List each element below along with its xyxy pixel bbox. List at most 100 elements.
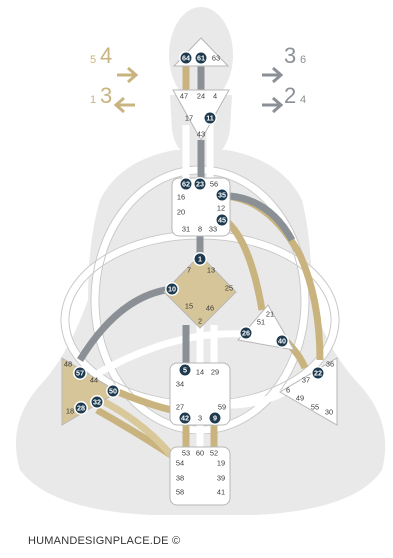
gate-marker — [208, 411, 222, 425]
gate-marker — [74, 401, 88, 415]
gate-marker — [178, 363, 192, 377]
gate-label: 44 — [90, 376, 98, 385]
gate-56: 56 — [210, 180, 218, 189]
gate-32: 32 — [90, 395, 104, 409]
channels — [77, 66, 324, 484]
gate-label: 35 — [218, 191, 226, 200]
gate-label: 47 — [180, 92, 188, 101]
arrow-right-top-big: 3 — [284, 43, 296, 68]
gate-label: 24 — [197, 92, 205, 101]
gate-8: 8 — [198, 225, 202, 234]
gate-51: 51 — [257, 318, 265, 327]
gate-15: 15 — [185, 302, 193, 311]
gate-22: 22 — [311, 366, 325, 380]
gate-label: 38 — [176, 474, 184, 483]
gate-marker — [179, 177, 193, 191]
gate-27: 27 — [176, 403, 184, 412]
arrow-left-bottom: 1 3 — [90, 83, 135, 114]
gate-46: 46 — [206, 304, 214, 313]
gate-label: 16 — [177, 193, 185, 202]
gate-label: 37 — [302, 376, 310, 385]
gate-label: 64 — [182, 54, 190, 63]
gate-48: 48 — [64, 360, 72, 369]
gate-44: 44 — [90, 376, 98, 385]
gate-label: 8 — [198, 225, 202, 234]
copyright-footer: HUMANDESIGNPLACE.DE © — [28, 535, 181, 547]
arrow-left-bottom-small: 1 — [90, 94, 96, 106]
gate-label: 45 — [218, 216, 226, 225]
gate-25: 25 — [225, 284, 233, 293]
gate-label: 34 — [176, 380, 184, 389]
gate-18: 18 — [66, 407, 74, 416]
gate-label: 4 — [213, 92, 217, 101]
gate-label: 13 — [207, 266, 215, 275]
gate-7: 7 — [187, 266, 191, 275]
gate-label: 62 — [182, 180, 190, 189]
arrow-left-top: 5 4 — [90, 43, 139, 84]
sacral-center — [169, 362, 231, 426]
gate-label: 7 — [187, 266, 191, 275]
gate-label: 18 — [66, 407, 74, 416]
gate-64: 64 — [179, 51, 193, 65]
gate-label: 50 — [109, 387, 117, 396]
gate-label: 29 — [211, 368, 219, 377]
gate-label: 26 — [242, 329, 250, 338]
gate-label: 33 — [209, 225, 217, 234]
gate-2: 2 — [198, 317, 202, 326]
gate-label: 23 — [196, 180, 204, 189]
gate-47: 47 — [180, 92, 188, 101]
gate-label: 40 — [278, 337, 286, 346]
gate-label: 52 — [210, 449, 218, 458]
gate-26: 26 — [239, 326, 253, 340]
gate-43: 43 — [197, 130, 205, 139]
gate-63: 63 — [212, 54, 220, 63]
gate-label: 39 — [217, 474, 225, 483]
gate-21: 21 — [266, 310, 274, 319]
gate-marker — [239, 326, 253, 340]
gate-marker — [179, 51, 193, 65]
gate-label: 31 — [182, 225, 190, 234]
gate-6: 6 — [286, 386, 290, 395]
gate-38: 38 — [176, 474, 184, 483]
gate-label: 17 — [185, 114, 193, 123]
gate-61: 61 — [194, 51, 208, 65]
arrow-right-top-small: 6 — [300, 54, 306, 66]
gate-label: 36 — [326, 360, 334, 369]
gate-label: 53 — [182, 449, 190, 458]
gate-14: 14 — [196, 368, 204, 377]
gate-42: 42 — [178, 411, 192, 425]
gate-marker — [215, 213, 229, 227]
gate-label: 61 — [197, 54, 205, 63]
gate-5: 5 — [178, 363, 192, 377]
gate-marker — [215, 188, 229, 202]
gate-33: 33 — [209, 225, 217, 234]
gate-60: 60 — [196, 449, 204, 458]
gate-marker — [165, 282, 179, 296]
root-center — [169, 446, 231, 506]
arrow-right-bottom-small: 4 — [300, 94, 306, 106]
gate-label: 2 — [198, 317, 202, 326]
gate-28: 28 — [74, 401, 88, 415]
gate-10: 10 — [165, 282, 179, 296]
arrow-right-bottom-big: 2 — [284, 83, 296, 108]
gate-55: 55 — [311, 403, 319, 412]
gate-20: 20 — [177, 208, 185, 217]
gate-label: 22 — [314, 369, 322, 378]
gate-label: 11 — [206, 114, 214, 123]
arrow-right-top: 3 6 — [262, 43, 306, 84]
gate-45: 45 — [215, 213, 229, 227]
gate-23: 23 — [193, 177, 207, 191]
gate-label: 48 — [64, 360, 72, 369]
gate-12: 12 — [217, 204, 225, 213]
gate-1: 1 — [193, 252, 207, 266]
gate-16: 16 — [177, 193, 185, 202]
gate-label: 10 — [168, 285, 176, 294]
gate-label: 49 — [296, 394, 304, 403]
gate-marker — [193, 252, 207, 266]
gate-label: 21 — [266, 310, 274, 319]
gate-34: 34 — [176, 380, 184, 389]
gate-3: 3 — [198, 414, 202, 423]
gate-marker — [194, 51, 208, 65]
gate-41: 41 — [217, 488, 225, 497]
